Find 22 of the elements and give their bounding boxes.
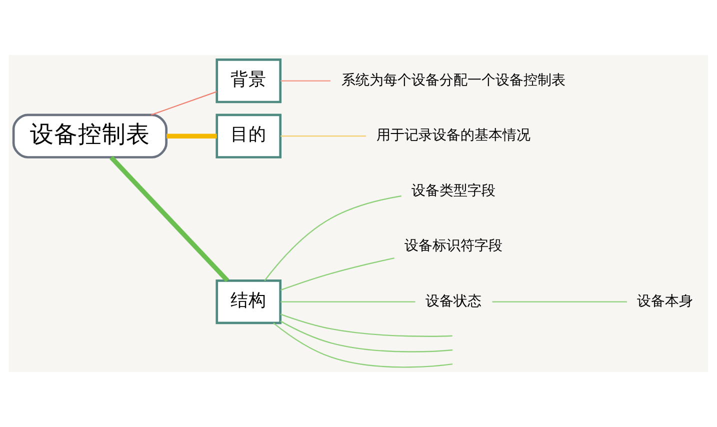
connector (280, 257, 394, 291)
connector (273, 322, 453, 368)
connector (166, 134, 217, 138)
node-box: 结构 (216, 279, 282, 324)
node-box: 目的 (216, 114, 282, 158)
node-text: 设备类型字段 (412, 182, 496, 199)
node-box: 背景 (216, 58, 282, 104)
connector (150, 91, 217, 116)
connector (280, 314, 452, 337)
connector (110, 156, 230, 282)
node-box: 设备控制表 (12, 114, 168, 158)
node-text: 设备标识符字段 (404, 238, 503, 254)
node-text: 设备本身 (637, 293, 694, 310)
connector (264, 195, 402, 281)
connector (492, 301, 627, 302)
node-text: 设备状态 (426, 293, 482, 310)
node-text: 系统为每个设备分配一个设备控制表 (342, 72, 566, 88)
connector (280, 80, 330, 82)
node-text: 用于记录设备的基本情况 (376, 128, 531, 144)
connector (280, 136, 366, 137)
connector (280, 320, 453, 352)
connector (280, 301, 416, 302)
